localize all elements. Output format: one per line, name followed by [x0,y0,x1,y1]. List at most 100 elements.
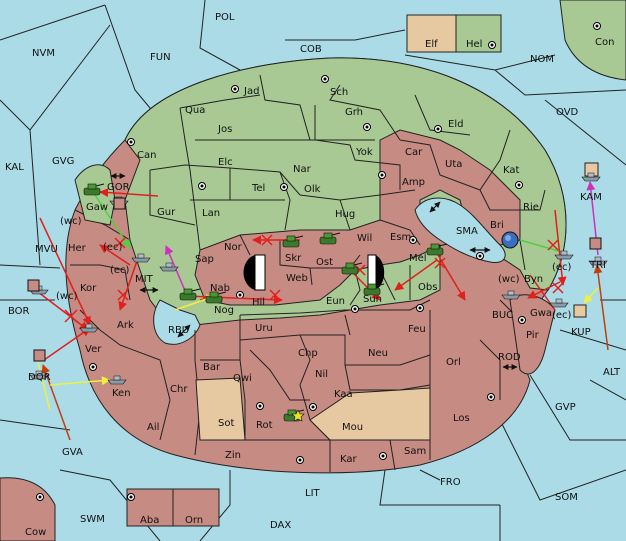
label-ec1: (ec) [103,242,123,253]
region-north-green[interactable] [124,57,567,326]
label-sap: Sap [195,254,214,265]
supply-center-icon [321,75,329,83]
label-yok: Yok [355,147,373,158]
label-bri: Bri [490,220,504,231]
fleet-unit-icon [131,253,151,263]
territory-con[interactable] [559,0,626,81]
label-zin: Zin [225,450,241,461]
label-bor: BOR [8,306,30,317]
label-gur: Gur [157,207,176,218]
label-nom: NOM [530,54,554,65]
label-kaa: Kaa [334,389,353,400]
pass-marker-west [243,255,255,290]
army-unit-icon [282,235,304,248]
fleet-unit-icon [29,370,49,380]
pass-marker-west-bar [254,254,266,291]
supply-center-icon [518,316,526,324]
label-elf: Elf [425,39,438,50]
label-ken: Ken [112,388,131,399]
supply-center-icon [593,22,601,30]
territory-elf[interactable] [406,14,457,53]
label-uta: Uta [445,159,462,170]
supply-center-icon [256,402,264,410]
label-rbu: RBU [168,325,189,336]
label-fun: FUN [150,52,171,63]
territory-sot[interactable] [195,377,246,441]
label-neu: Neu [368,348,388,359]
supply-center-icon [231,85,239,93]
label-som: SOM [555,492,578,503]
label-chp: Chp [298,348,318,359]
label-mit: MIT [135,274,154,285]
supply-center-icon [487,393,495,401]
label-hel: Hel [466,39,482,50]
label-orl: Orl [446,357,461,368]
army-unit-icon [83,183,105,196]
fleet-unit-icon [554,250,574,260]
label-eun: Eun [326,296,345,307]
supply-centers [36,22,601,501]
label-wc3: (wc) [498,274,520,285]
label-gaw: Gaw [86,202,108,213]
label-gwa: Gwa [530,308,552,319]
label-wc2: (wc) [56,291,78,302]
label-grh: Grh [345,107,363,118]
label-her: Her [68,243,87,254]
label-hug: Hug [335,209,355,220]
label-sch: Sch [330,87,348,98]
label-gvg: GVG [52,156,74,167]
army-unit-icon [341,262,363,275]
label-mvu: MVU [35,244,58,255]
label-bar: Bar [203,362,221,373]
label-kat: Kat [503,165,520,176]
supply-center-icon [416,304,424,312]
label-alt: ALT [603,367,621,378]
supply-center-icon [378,171,386,179]
label-qua: Qua [185,105,205,116]
pass-marker-east [375,255,385,290]
supply-center-icon [296,456,304,464]
label-lit: LIT [305,488,321,499]
fleet-unit-icon [588,256,608,266]
map-labels: POL COB FUN NVM NOM Con Elf Hel KAL GVG … [5,12,621,538]
label-sun: Sun [363,294,382,305]
label-sma: SMA [456,226,478,237]
army-units[interactable] [83,183,448,422]
label-ovd: OVD [556,107,579,118]
army-unit-icon [319,232,341,245]
label-kor: Kor [80,283,97,294]
sea-sma[interactable] [414,197,506,264]
fleet-unit-icon [549,298,569,308]
fleet-unit-icon [79,323,99,333]
label-rie: Rie [523,202,539,213]
territory-mou[interactable] [309,387,431,441]
home-square [113,197,126,210]
territory-pir[interactable] [509,294,556,375]
label-pir: Pir [526,330,540,341]
label-mou: Mou [342,422,363,433]
territory-kup-tile [573,304,587,318]
label-los: Los [453,413,470,424]
army-unit-icon [179,288,201,301]
label-eld: Eld [448,119,463,130]
label-nog: Nog [214,305,234,316]
label-dqr: DQR [28,372,51,383]
label-tel: Tel [251,183,265,194]
supply-center-icon [434,125,442,133]
label-jos: Jos [217,124,232,135]
label-aba: Aba [140,515,159,526]
label-con: Con [595,37,614,48]
supply-center-icon [488,41,496,49]
label-nab: Nab [210,283,230,294]
label-ec3: (ec) [552,262,572,273]
territory-orn[interactable] [172,488,220,527]
label-buc: BUC [492,310,513,321]
label-skr: Skr [285,253,302,264]
supply-center-icon [127,138,135,146]
special-unit-icon[interactable] [501,231,519,249]
label-dax: DAX [270,520,291,531]
label-qwi: Qwi [233,373,252,384]
label-kal: KAL [5,162,24,173]
supply-center-icon [515,181,523,189]
